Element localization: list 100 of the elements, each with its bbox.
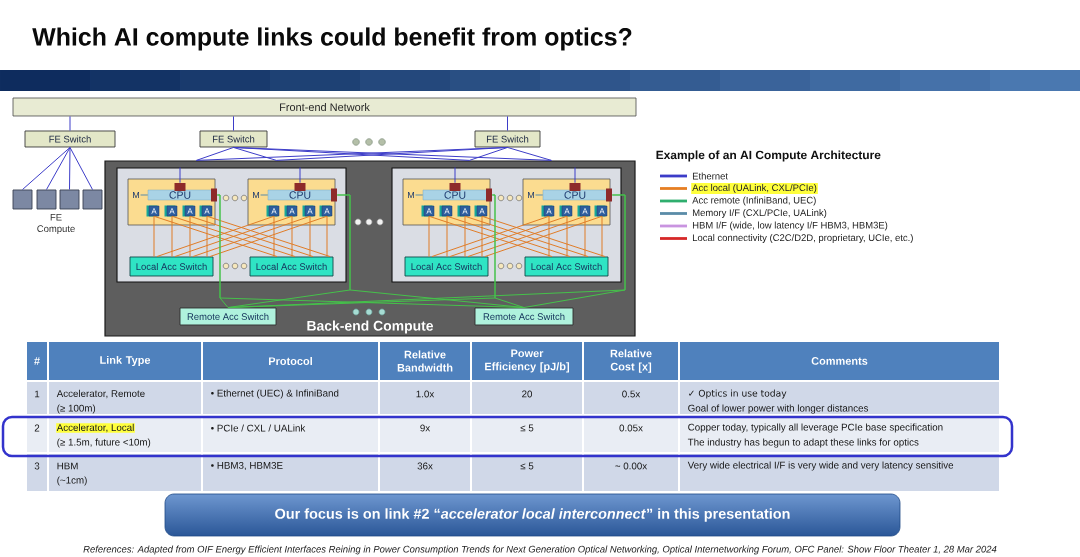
slide-title: Which AI compute links could benefit from optics? xyxy=(32,27,632,51)
cpu-box: CPU xyxy=(542,189,608,201)
compute-box xyxy=(36,189,57,210)
link-line xyxy=(179,166,181,184)
table-cell: 3 xyxy=(27,454,47,491)
table-cell: Accelerator, Remote (≥ 100m) xyxy=(49,382,201,414)
switch-box: Local Acc Switch xyxy=(524,256,609,277)
switch-box: Remote Acc Switch xyxy=(179,307,277,326)
link-line xyxy=(195,146,234,161)
compute-box xyxy=(59,189,80,210)
link-line xyxy=(233,146,277,161)
link-line xyxy=(566,215,568,258)
table-cell: • HBM3, HBM3E xyxy=(203,454,378,491)
link-line xyxy=(275,146,508,161)
table-cell: 9x xyxy=(380,416,470,452)
header-cell: Relative Bandwidth xyxy=(380,342,470,380)
cpu-box: CPU xyxy=(422,189,488,201)
switch-box: Local Acc Switch xyxy=(249,256,334,277)
legend-label: Acc local (UALink, CXL/PCIe) xyxy=(691,183,818,194)
network-band: Front-end Network xyxy=(12,97,637,117)
legend-label: HBM I/F (wide, low latency I/F HBM3, HBM3E) xyxy=(693,221,888,231)
link-line xyxy=(446,215,448,258)
link-line xyxy=(171,215,173,258)
switch-box: Remote Acc Switch xyxy=(474,307,574,326)
memory-label: M xyxy=(133,191,139,199)
link-line xyxy=(507,115,508,132)
cpu-box: CPU xyxy=(147,189,213,201)
switch-box: FE Switch xyxy=(24,130,116,148)
link-line xyxy=(260,194,269,196)
focus-banner: Our focus is on link #2 “accelerator local interconnect” in this presentation xyxy=(164,493,901,537)
table-cell: ≤ 5 xyxy=(472,454,582,491)
link-line xyxy=(454,166,456,184)
legend-label: Memory I/F (CXL/PCIe, UALink) xyxy=(693,209,827,218)
table-cell: ~ 0.00x xyxy=(584,454,678,491)
table-cell: 36x xyxy=(380,454,470,491)
compute-box xyxy=(82,189,103,210)
header-cell: # xyxy=(27,342,47,380)
link-line xyxy=(299,166,301,184)
header-cell: Comments xyxy=(680,342,999,380)
link-line xyxy=(464,215,466,258)
link-line xyxy=(46,146,71,191)
link-line xyxy=(523,194,626,309)
link-line xyxy=(69,146,93,191)
table-cell: 2 xyxy=(27,416,47,452)
link-line xyxy=(428,215,430,258)
switch-box: Local Acc Switch xyxy=(129,256,214,277)
table-cell: • PCIe / CXL / UALink xyxy=(203,416,378,452)
memory-label: M xyxy=(253,191,259,199)
legend-label: Local connectivity (C2C/D2D, proprietary, UCIe, etc.) xyxy=(693,234,913,243)
link-line xyxy=(206,215,208,258)
link-line xyxy=(481,215,483,258)
legend-label: Ethernet xyxy=(693,172,728,180)
legend-label: Acc remote (InfiniBand, UEC) xyxy=(692,196,816,206)
link-line xyxy=(69,146,71,191)
link-line xyxy=(273,215,275,258)
switch-box: FE Switch xyxy=(199,130,268,148)
link-line xyxy=(601,215,603,258)
header-cell: Relative Cost [x] xyxy=(584,342,678,380)
switch-box: FE Switch xyxy=(474,130,541,148)
header-cell: Link Type xyxy=(49,342,201,380)
table-cell: Very wide electrical I/F is very wide and very latency sensitive xyxy=(680,454,999,491)
table-cell: 20 xyxy=(472,382,582,414)
table-cell: ≤ 5 xyxy=(472,416,582,452)
reference-note: References: Adapted from OIF Energy Efficient Interfaces Reining in Power Consumption Trends for Next Generation Optical Networking, Optical Internetworking Forum, OFC Panel: Show Floor Theater 1, 28 Mar 2024 xyxy=(83,545,997,555)
link-line xyxy=(291,215,293,258)
table-cell: 0.05x xyxy=(584,416,678,452)
link-line xyxy=(153,215,155,258)
link-line xyxy=(336,194,525,309)
group-label: FE Compute xyxy=(37,214,75,234)
link-line xyxy=(507,146,552,161)
table-cell: ✓ Optics in use today Goal of lower power with longer distances xyxy=(680,382,999,414)
compute-box xyxy=(12,189,33,210)
link-line xyxy=(69,115,71,132)
table-cell: HBM (~1cm) xyxy=(49,454,201,491)
link-line xyxy=(189,215,191,258)
table-cell: • Ethernet (UEC) & InfiniBand xyxy=(203,382,378,414)
header-cell: Power Efficiency [pJ/b] xyxy=(472,342,582,380)
table-cell: Accelerator, Local (≥ 1.5m, future <10m) xyxy=(49,416,201,452)
link-line xyxy=(548,215,550,258)
link-line xyxy=(574,166,576,184)
memory-label: M xyxy=(528,191,534,199)
link-line xyxy=(233,146,552,161)
link-line xyxy=(415,194,424,196)
link-line xyxy=(326,215,328,258)
table-cell: Copper today, typically all leverage PCIe base specification The industry has begun to adapt these links for optics xyxy=(680,416,999,452)
link-line xyxy=(491,194,525,309)
cpu-box: CPU xyxy=(267,189,333,201)
link-line xyxy=(140,194,149,196)
memory-label: M xyxy=(408,191,414,199)
table-cell: 0.5x xyxy=(584,382,678,414)
legend-title: Example of an AI Compute Architecture xyxy=(656,150,881,162)
link-line xyxy=(468,146,508,161)
link-line xyxy=(535,194,544,196)
header-cell: Protocol xyxy=(203,342,378,380)
table-cell: 1 xyxy=(27,382,47,414)
link-line xyxy=(233,115,234,132)
table-cell: 1.0x xyxy=(380,382,470,414)
switch-box: Local Acc Switch xyxy=(404,256,489,277)
link-line xyxy=(584,215,586,258)
link-line xyxy=(22,146,71,191)
